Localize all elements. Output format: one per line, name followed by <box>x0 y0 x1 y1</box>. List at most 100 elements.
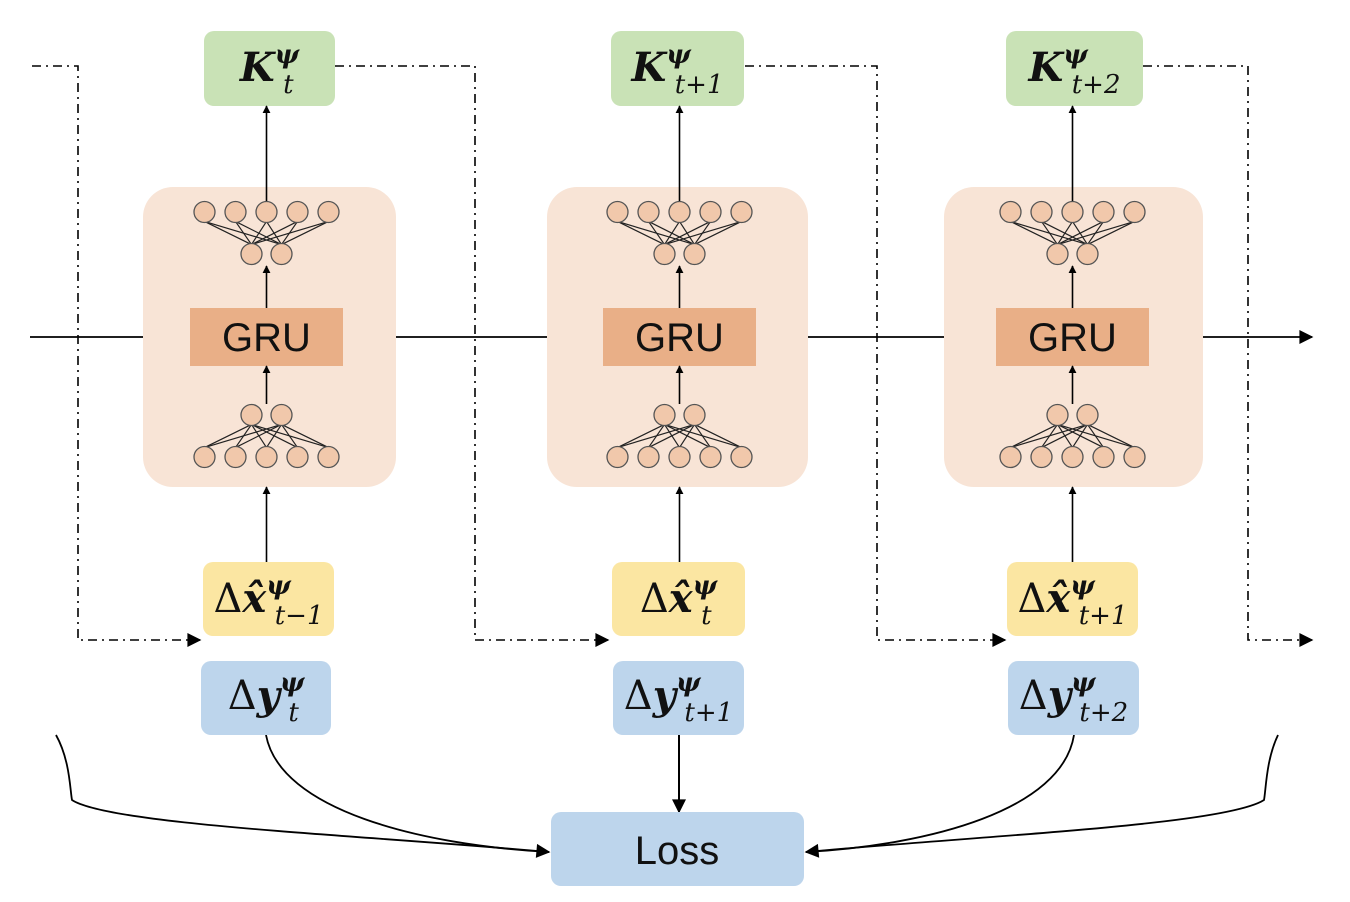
math-superscript: ψ <box>676 668 702 698</box>
math-subscript: t+1 <box>675 70 724 100</box>
neuron <box>699 200 722 224</box>
math-base: K <box>630 44 668 91</box>
neuron-connection <box>251 220 329 246</box>
math-subscript: t+1 <box>1079 601 1128 631</box>
math-subscript: t+2 <box>1072 70 1121 100</box>
delta-symbol: Δ <box>213 576 242 622</box>
connection-layer <box>30 65 1314 858</box>
neuron-connection <box>1087 423 1135 449</box>
math-base: K <box>239 44 277 91</box>
neuron-connection <box>250 221 268 245</box>
neuron-connection <box>1010 220 1058 246</box>
neuron <box>255 200 278 224</box>
neuron <box>637 200 660 224</box>
neuron-connection <box>663 221 681 245</box>
delta-symbol: Δ <box>1017 576 1046 622</box>
math-superscript: ψ <box>1070 571 1096 601</box>
neuron-connection <box>251 220 298 246</box>
gru-label: GRU <box>222 316 311 360</box>
math-superscript: ψ <box>693 571 719 601</box>
neuron-connection <box>1041 221 1058 245</box>
math-base: K <box>1027 44 1065 91</box>
gru-label: GRU <box>1028 316 1117 360</box>
feedback-path <box>1143 65 1314 647</box>
feedback-path <box>745 65 1007 647</box>
neuron <box>317 445 340 469</box>
neuron <box>1092 200 1115 224</box>
neuron-connection <box>617 423 665 449</box>
math-superscript: ψ <box>266 571 292 601</box>
neuron-connection <box>664 423 711 449</box>
state-update-box <box>203 562 334 636</box>
neuron <box>1046 242 1069 266</box>
math-base: y <box>256 672 283 719</box>
neuron-connection <box>664 220 742 246</box>
neuron-connection <box>1057 423 1104 449</box>
neuron-connection <box>1057 220 1104 246</box>
neuron-connection <box>1010 423 1058 449</box>
neuron <box>606 200 629 224</box>
neuron-connection <box>617 220 665 246</box>
gain-box <box>1006 31 1143 106</box>
neuron <box>1123 445 1146 469</box>
neuron <box>1061 200 1084 224</box>
neuron <box>730 445 753 469</box>
neuron <box>270 242 293 266</box>
loss-label: Loss <box>635 829 720 873</box>
neuron <box>270 403 293 427</box>
neuron <box>317 200 340 224</box>
math-base: y <box>652 672 679 719</box>
neuron-connection <box>648 424 665 448</box>
neuron-connection <box>664 423 742 449</box>
state-update-box <box>612 562 745 636</box>
math-subscript: t <box>701 601 712 631</box>
neuron <box>1030 445 1053 469</box>
neuron-connection <box>204 220 252 246</box>
neuron-connection <box>694 220 742 246</box>
neuron-connection <box>694 423 742 449</box>
neuron <box>286 445 309 469</box>
neuron-connection <box>204 423 252 449</box>
neuron <box>1061 445 1084 469</box>
neuron-connection <box>1056 221 1074 245</box>
neuron <box>240 403 263 427</box>
delta-symbol: Δ <box>1019 673 1048 719</box>
neuron <box>1092 445 1115 469</box>
math-subscript: t+2 <box>1079 698 1128 728</box>
gru-box <box>190 308 343 366</box>
math-base: y <box>1047 672 1074 719</box>
neuron <box>999 200 1022 224</box>
neuron <box>653 242 676 266</box>
neuron <box>668 445 691 469</box>
gain-box <box>204 31 335 106</box>
feedback-path <box>32 65 202 647</box>
neuron-connection <box>1057 423 1135 449</box>
math-base: x̂ <box>668 575 694 622</box>
neuron <box>699 445 722 469</box>
math-base: x̂ <box>241 575 267 622</box>
math-subscript: t+1 <box>684 698 733 728</box>
math-superscript: ψ <box>275 40 301 70</box>
neuron-connection <box>664 220 711 246</box>
loss-curve-right-inner <box>805 734 1075 853</box>
loss-node: Loss <box>551 812 804 886</box>
neuron-connection <box>1041 424 1058 448</box>
neuron <box>653 403 676 427</box>
gru-label: GRU <box>635 316 724 360</box>
neuron <box>606 445 629 469</box>
neuron <box>683 403 706 427</box>
observation-box <box>613 661 744 735</box>
neuron <box>224 200 247 224</box>
math-subscript: t <box>288 698 299 728</box>
neuron <box>286 200 309 224</box>
neuron-connection <box>663 424 681 448</box>
